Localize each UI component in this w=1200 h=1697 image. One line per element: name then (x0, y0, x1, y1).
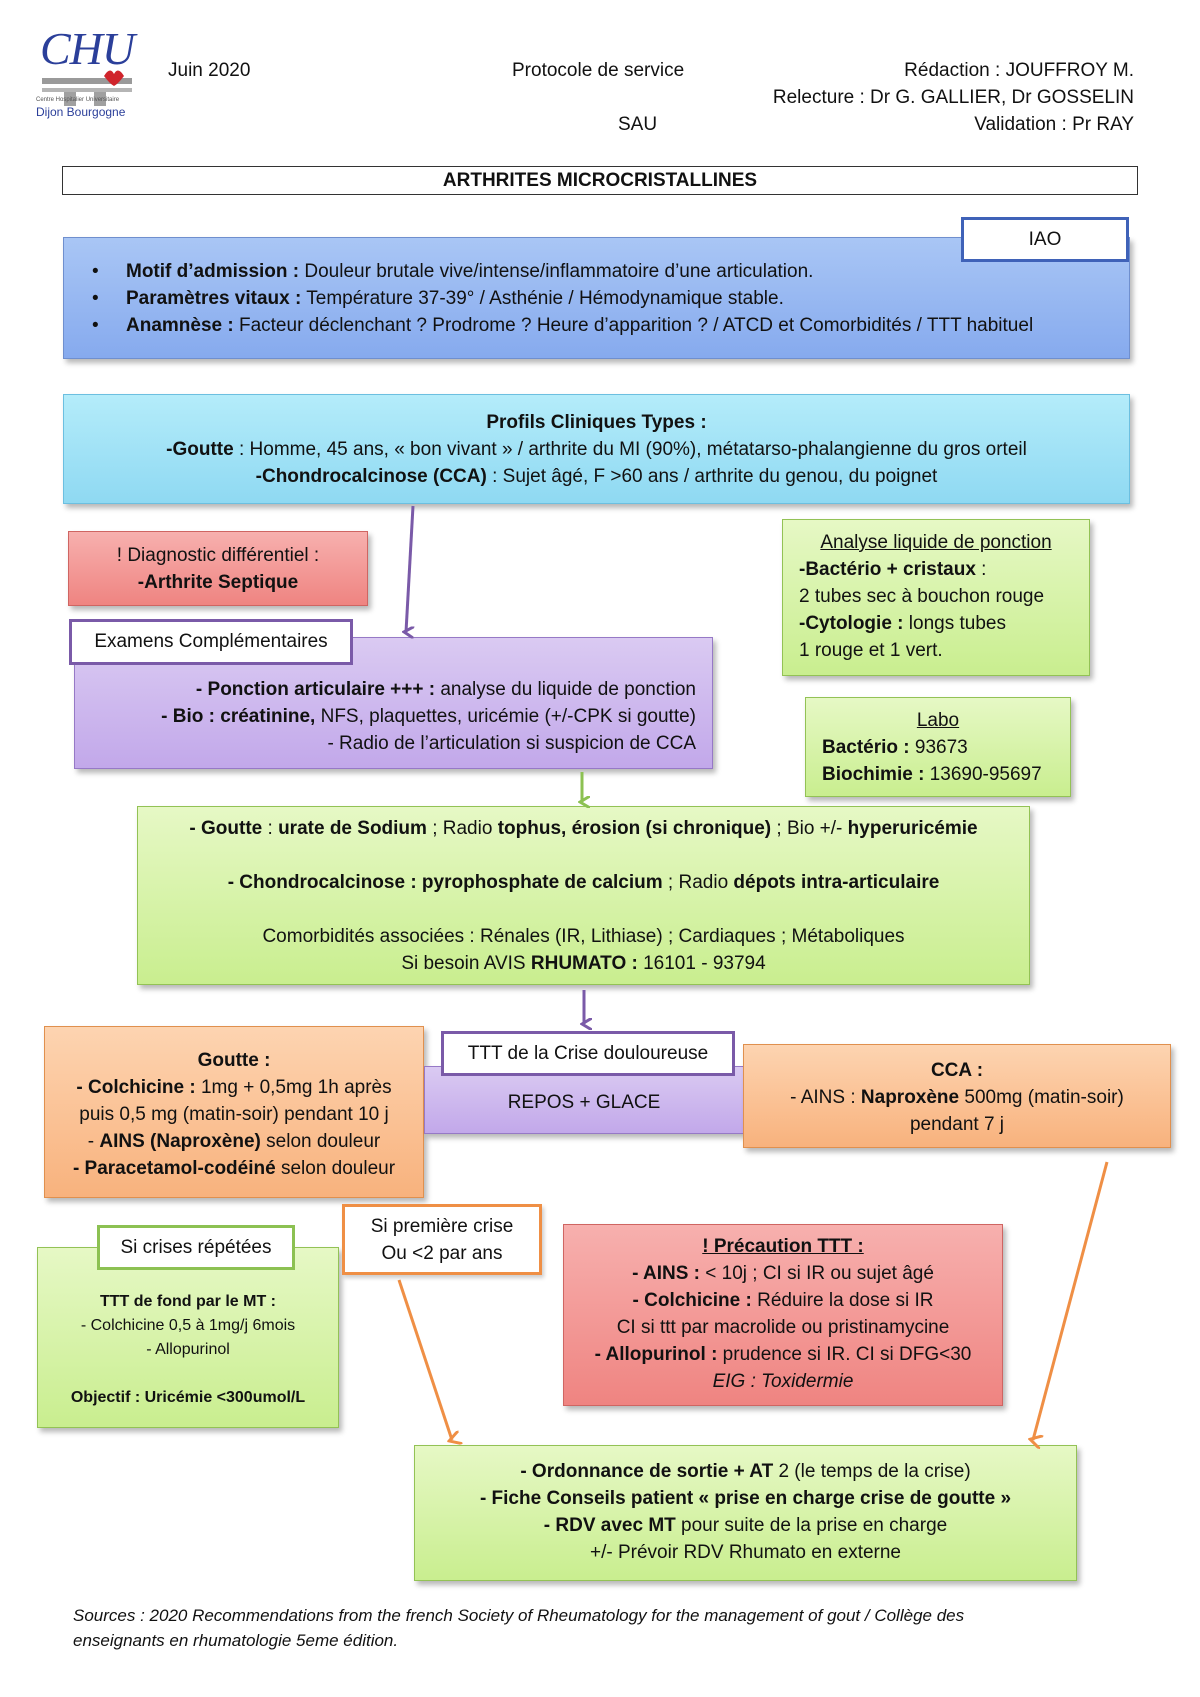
precaution-box: ! Précaution TTT : - AINS : < 10j ; CI s… (563, 1224, 1003, 1406)
repetees-colchicine: - Colchicine 0,5 à 1mg/j 6mois (80, 1317, 296, 1334)
examens-tag: Examens Complémentaires (69, 619, 353, 665)
sortie-fiche-conseils: - Fiche Conseils patient « prise en char… (479, 1488, 1012, 1509)
resultats-goutte: - Goutte : urate de Sodium ; Radio tophu… (189, 818, 978, 839)
logo: CHU Centre Hospitalier Universitaire Dij… (34, 23, 144, 126)
header-date: Juin 2020 (168, 60, 251, 81)
goutte-ttt-ains: - AINS (Naproxène) selon douleur (87, 1131, 381, 1152)
precaution-eig: EIG : Toxidermie (712, 1371, 854, 1392)
analyse-title: Analyse liquide de ponction (820, 532, 1052, 553)
resultats-avis-rhumato: Si besoin AVIS RHUMATO : 16101 - 93794 (401, 953, 766, 974)
sortie-rdv-mt: - RDV avec MT pour suite de la prise en … (543, 1515, 948, 1536)
precaution-colchicine: - Colchicine : Réduire la dose si IR (632, 1290, 934, 1311)
header-service: SAU (618, 114, 658, 135)
crises-repetees-box: TTT de fond par le MT : - Colchicine 0,5… (37, 1247, 339, 1428)
premiere-crise-l1: Si première crise (370, 1216, 514, 1237)
labo-box: Labo Bactério : 93673 Biochimie : 13690-… (805, 697, 1071, 797)
diag-diff-item: -Arthrite Septique (137, 572, 299, 593)
header-redaction: Rédaction : JOUFFROY M. (904, 60, 1134, 81)
logo-name: CHU (40, 23, 135, 74)
examens-radio: - Radio de l’articulation si suspicion d… (327, 733, 696, 754)
labo-title: Labo (916, 710, 960, 731)
crises-repetees-tag: Si crises répétées (97, 1225, 295, 1270)
repetees-objectif: Objectif : Uricémie <300umol/L (70, 1389, 306, 1406)
iao-tag: IAO (961, 217, 1129, 262)
resultats-box: - Goutte : urate de Sodium ; Radio tophu… (137, 806, 1030, 985)
arrow-premiere-to-sortie (397, 1279, 452, 1440)
cca-ttt-box: CCA : - AINS : Naproxène 500mg (matin-so… (743, 1044, 1171, 1148)
analyse-liquide-box: Analyse liquide de ponction -Bactério + … (782, 519, 1090, 676)
iao-item: Motif d’admission : Douleur brutale vive… (64, 258, 1129, 285)
goutte-ttt-colchicine-suite: puis 0,5 mg (matin-soir) pendant 10 j (79, 1104, 389, 1125)
crise-box: REPOS + GLACE (424, 1066, 744, 1134)
repetees-allopurinol: - Allopurinol (146, 1341, 230, 1358)
iao-item: Paramètres vitaux : Température 37-39° /… (64, 285, 1129, 312)
premiere-crise-l2: Ou <2 par ans (381, 1243, 503, 1264)
page-title: ARTHRITES MICROCRISTALLINES (62, 166, 1138, 195)
profils-goutte: -Goutte : Homme, 45 ans, « bon vivant » … (166, 439, 1027, 460)
diagnostic-differentiel-box: ! Diagnostic différentiel : -Arthrite Se… (68, 531, 368, 606)
labo-bacterio: Bactério : 93673 (822, 737, 968, 758)
analyse-cytologie: -Cytologie : longs tubes (799, 613, 1006, 634)
examens-ponction: - Ponction articulaire +++ : analyse du … (195, 679, 696, 700)
analyse-tubes: 2 tubes sec à bouchon rouge (799, 586, 1045, 607)
repetees-title: TTT de fond par le MT : (100, 1293, 276, 1310)
header-relecture: Relecture : Dr G. GALLIER, Dr GOSSELIN (772, 87, 1134, 108)
arrow-cca-to-sortie (1033, 1161, 1109, 1440)
precaution-allopurinol: - Allopurinol : prudence si IR. CI si DF… (594, 1344, 972, 1365)
sources-line-1: Sources : 2020 Recommendations from the … (73, 1606, 965, 1625)
sortie-box: - Ordonnance de sortie + AT 2 (le temps … (414, 1445, 1077, 1581)
goutte-ttt-colchicine: - Colchicine : 1mg + 0,5mg 1h après (76, 1077, 392, 1098)
resultats-cca: - Chondrocalcinose : pyrophosphate de ca… (227, 872, 940, 893)
logo-subtitle: Centre Hospitalier Universitaire (36, 97, 120, 103)
crise-tag: TTT de la Crise douloureuse (441, 1031, 735, 1076)
arrow-profils-to-examens (406, 505, 415, 632)
cca-ttt-title: CCA : (930, 1060, 984, 1081)
precaution-ci-macrolide: CI si ttt par macrolide ou pristinamycin… (616, 1317, 950, 1338)
profils-box: Profils Cliniques Types : -Goutte : Homm… (63, 394, 1130, 504)
profils-title: Profils Cliniques Types : (486, 412, 707, 433)
cca-ttt-ains: - AINS : Naproxène 500mg (matin-soir) (790, 1087, 1124, 1108)
crise-text: REPOS + GLACE (507, 1092, 661, 1113)
profils-cca: -Chondrocalcinose (CCA) : Sujet âgé, F >… (255, 466, 938, 487)
goutte-ttt-paracetamol: - Paracetamol-codéiné selon douleur (72, 1158, 396, 1179)
sources: Sources : 2020 Recommendations from the … (73, 1603, 1133, 1653)
chu-logo-graphic (42, 70, 132, 106)
page-title-text: ARTHRITES MICROCRISTALLINES (442, 170, 758, 191)
precaution-title: ! Précaution TTT : (702, 1236, 864, 1257)
sortie-ordonnance: - Ordonnance de sortie + AT 2 (le temps … (520, 1461, 971, 1482)
cca-ttt-duree: pendant 7 j (909, 1114, 1005, 1135)
analyse-couleurs: 1 rouge et 1 vert. (799, 640, 943, 661)
goutte-ttt-title: Goutte : (197, 1050, 271, 1071)
iao-item: Anamnèse : Facteur déclenchant ? Prodrom… (64, 312, 1129, 339)
diag-diff-title: ! Diagnostic différentiel : (116, 545, 320, 566)
analyse-bacterio: -Bactério + cristaux : (799, 559, 987, 580)
header-validation: Validation : Pr RAY (974, 114, 1134, 135)
sources-line-2: enseignants en rhumatologie 5eme édition… (73, 1631, 399, 1650)
sortie-rdv-rhumato: +/- Prévoir RDV Rhumato en externe (590, 1542, 901, 1563)
examens-bio: - Bio : créatinine, NFS, plaquettes, uri… (161, 706, 696, 727)
precaution-ains: - AINS : < 10j ; CI si IR ou sujet âgé (632, 1263, 934, 1284)
goutte-ttt-box: Goutte : - Colchicine : 1mg + 0,5mg 1h a… (44, 1026, 424, 1198)
logo-city: Dijon Bourgogne (36, 105, 126, 119)
header-protocol: Protocole de service (512, 60, 685, 81)
resultats-comorbidites: Comorbidités associées : Rénales (IR, Li… (262, 926, 905, 947)
premiere-crise-box: Si première crise Ou <2 par ans (342, 1204, 542, 1275)
labo-biochimie: Biochimie : 13690-95697 (822, 764, 1042, 785)
iao-box: Motif d’admission : Douleur brutale vive… (63, 237, 1130, 359)
